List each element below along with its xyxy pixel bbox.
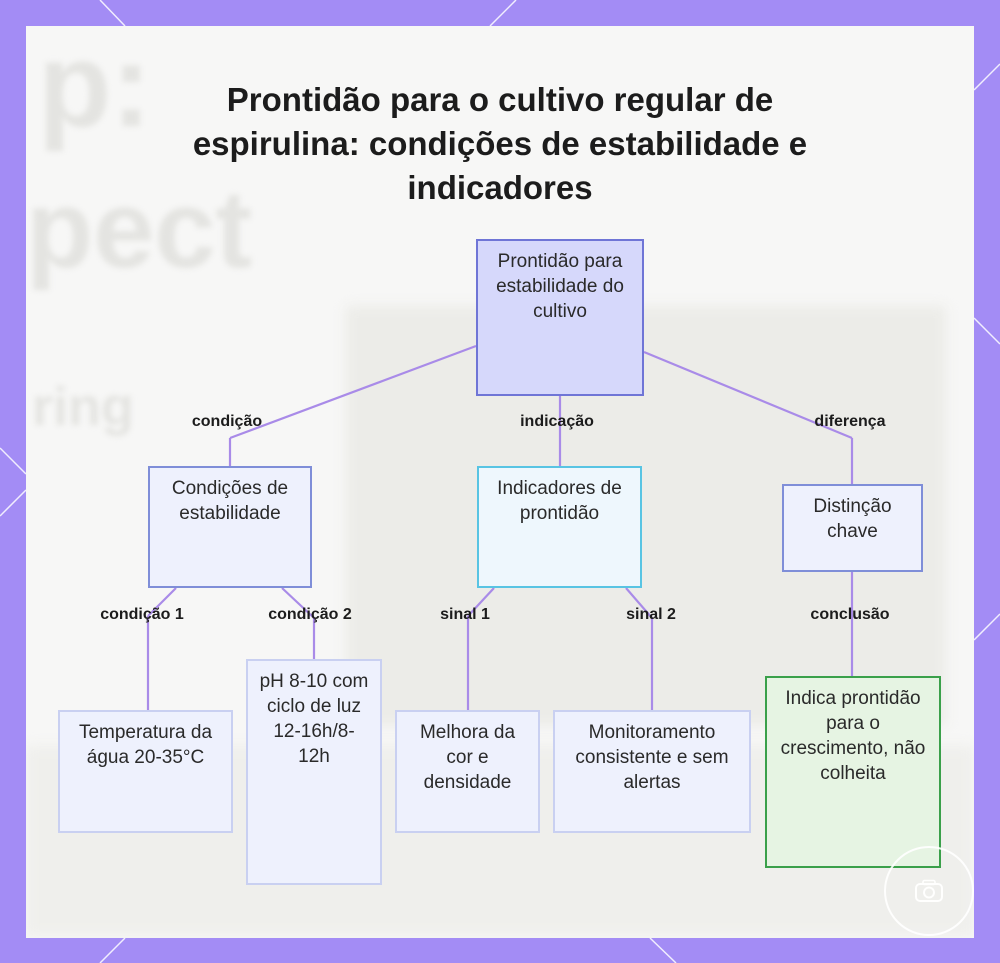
node-temperature-label: Temperatura da água 20-35°C	[78, 722, 213, 768]
edge-label-sinal-2: sinal 2	[626, 606, 676, 623]
edge-label-sinal-1: sinal 1	[440, 606, 490, 623]
node-distinction-label: Distinção chave	[813, 496, 892, 542]
node-color-density-label: Melhora da cor e densidade	[419, 722, 516, 793]
node-root-readiness: Prontidão para estabilidade do cultivo	[476, 239, 644, 396]
node-key-distinction: Distinção chave	[782, 484, 923, 572]
node-color-density: Melhora da cor e densidade	[395, 710, 540, 833]
background-ghost-text: pect	[26, 168, 253, 291]
background-ghost-text: ring	[32, 377, 134, 437]
edge-label-diferenca: diferença	[814, 413, 886, 430]
edge-label-conclusao: conclusão	[810, 606, 890, 623]
edge-label-condicao-1: condição 1	[100, 606, 184, 623]
node-monitoring-label: Monitoramento consistente e sem alertas	[575, 722, 729, 793]
edge-label-condicao-2: condição 2	[268, 606, 352, 623]
camera-icon	[915, 879, 943, 902]
node-stability-label: Condições de estabilidade	[171, 478, 289, 524]
node-readiness-indicators: Indicadores de prontidão	[477, 466, 642, 588]
node-stability-conditions: Condições de estabilidade	[148, 466, 312, 588]
node-ph-light-cycle: pH 8-10 com ciclo de luz 12-16h/8-12h	[246, 659, 382, 885]
node-ph-light-label: pH 8-10 com ciclo de luz 12-16h/8-12h	[259, 671, 369, 767]
edge-label-indicacao: indicação	[520, 413, 594, 430]
node-indicators-label: Indicadores de prontidão	[497, 478, 622, 524]
edge-label-condicao: condição	[191, 413, 263, 430]
connector-lines	[146, 344, 854, 710]
diagram-title: Prontidão para o cultivo regular de espi…	[192, 81, 808, 206]
node-conclusion: Indica prontidão para o crescimento, não…	[765, 676, 941, 868]
watermark-logo	[884, 846, 974, 936]
node-root-label: Prontidão para estabilidade do cultivo	[496, 251, 624, 322]
node-monitoring: Monitoramento consistente e sem alertas	[553, 710, 751, 833]
node-water-temperature: Temperatura da água 20-35°C	[58, 710, 233, 833]
background-ghost-text: p:	[38, 26, 152, 152]
node-conclusion-label: Indica prontidão para o crescimento, não…	[780, 688, 926, 784]
diagram-card: p: pect ring Prontidão para o cultivo re…	[26, 26, 974, 938]
